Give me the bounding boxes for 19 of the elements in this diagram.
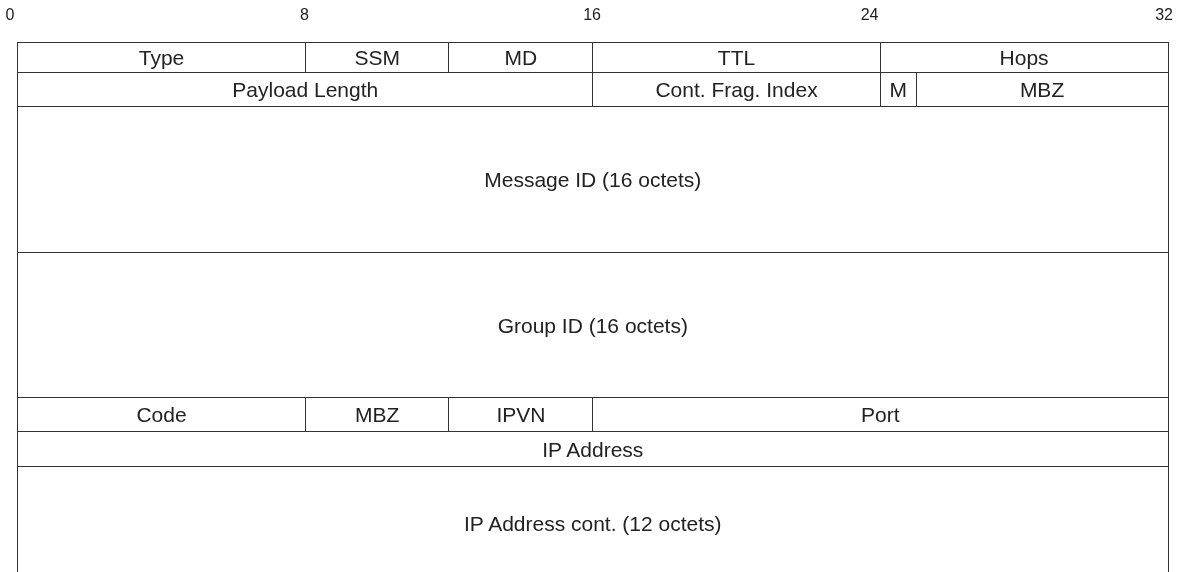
header-field: Port xyxy=(592,397,1169,433)
header-field: Payload Length xyxy=(17,72,594,108)
header-field: Message ID (16 octets) xyxy=(17,106,1169,254)
header-field: Group ID (16 octets) xyxy=(17,252,1169,399)
header-field: IPVN xyxy=(448,397,594,433)
header-field: MD xyxy=(448,42,594,74)
header-field: IP Address xyxy=(17,431,1169,468)
header-field: Cont. Frag. Index xyxy=(592,72,882,108)
bit-offset-label: 8 xyxy=(300,6,309,24)
header-field: Type xyxy=(17,42,306,74)
bit-offset-label: 24 xyxy=(860,6,879,24)
bit-offset-label: 0 xyxy=(5,6,15,24)
header-field: IP Address cont. (12 octets) xyxy=(17,466,1169,572)
bit-offset-label: 16 xyxy=(583,6,601,24)
header-field: Hops xyxy=(879,42,1169,74)
header-field: MBZ xyxy=(915,72,1169,108)
bit-offset-label: 32 xyxy=(1155,6,1173,24)
header-field: TTL xyxy=(592,42,882,74)
header-field: Code xyxy=(17,397,306,433)
